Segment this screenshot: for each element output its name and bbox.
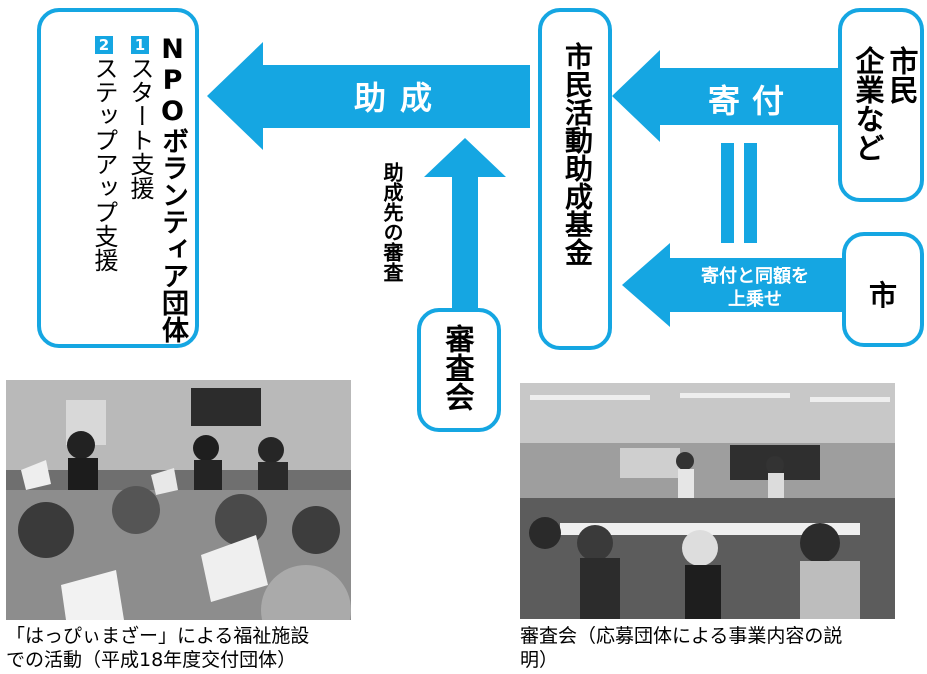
- photo-review-meeting: [520, 383, 895, 619]
- npo-box: NPOボランティア団体 1 スタート支援 2 ステップアップ支援: [37, 8, 199, 348]
- matching-arrow-label-line1: 寄付と同額を: [701, 266, 809, 287]
- matching-arrow: [622, 243, 845, 327]
- citizens-box: 市民 企業など: [838, 8, 924, 202]
- item2-text: ステップアップ支援: [90, 56, 118, 272]
- fund-box: 市民活動助成基金: [538, 8, 612, 350]
- review-box: 審査会: [417, 308, 501, 432]
- left-photo-caption-line1: 「はっぴぃまざー」による福祉施設: [6, 625, 310, 647]
- npo-item2: 2 ステップアップ支援: [90, 36, 118, 272]
- grant-arrow: [207, 42, 530, 150]
- photo-welfare-activity: [6, 380, 351, 620]
- photo-welfare-activity-image: [6, 380, 351, 620]
- citizens-label-col2: 企業など: [851, 46, 885, 162]
- item1-text: スタート支援: [126, 56, 154, 200]
- left-photo-caption-line2: での活動（平成18年度交付団体）: [6, 649, 297, 671]
- citizens-label-col1: 市民: [885, 46, 919, 104]
- npo-item1: 1 スタート支援: [126, 36, 154, 200]
- donation-arrow-label: 寄付: [707, 82, 796, 120]
- city-label: 市: [868, 279, 897, 312]
- npo-title: NPOボランティア団体: [157, 34, 188, 343]
- review-label: 審査会: [441, 324, 475, 411]
- right-photo-caption-line2: 明）: [520, 649, 559, 671]
- donation-arrow: [612, 50, 838, 142]
- matching-arrow-label-line2: 上乗せ: [728, 289, 782, 310]
- photo-review-meeting-image: [520, 383, 895, 619]
- item2-number-badge: 2: [95, 36, 113, 54]
- item1-number-badge: 1: [131, 36, 149, 54]
- right-photo-caption-line1: 審査会（応募団体による事業内容の説: [520, 625, 843, 647]
- review-side-label: 助成先の審査: [380, 162, 404, 282]
- city-box: 市: [842, 232, 924, 347]
- grant-arrow-label: 助成: [353, 79, 446, 117]
- review-arrow: [424, 138, 506, 308]
- equals-bar-left: [721, 143, 734, 243]
- equals-bar-right: [744, 143, 757, 243]
- fund-label: 市民活動助成基金: [561, 42, 594, 266]
